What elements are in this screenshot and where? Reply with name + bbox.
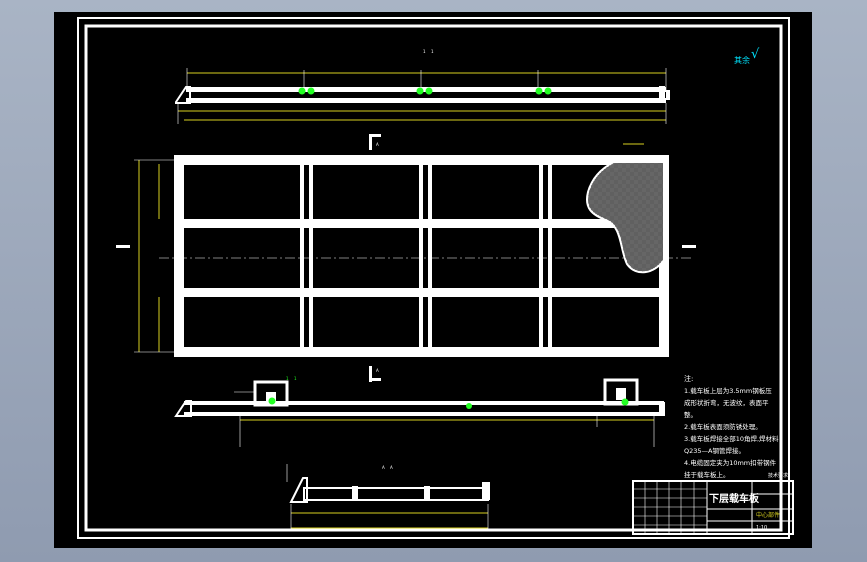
note-line: 1.载车板上层为3.5mm钢板压 (684, 386, 772, 395)
bolt-icon (425, 87, 433, 95)
breakout-hatch-region (586, 161, 665, 274)
drawing-canvas: 其余 √ 1 1 A (54, 12, 812, 548)
svg-text:A: A (376, 142, 379, 147)
section-marker-bottom: A (369, 366, 381, 382)
roughness-symbol-icon: √ (751, 47, 760, 62)
bottom-side-view: 1 1 (174, 376, 665, 447)
bolt-icon (307, 87, 315, 95)
view-mark-mid-b: 1 (294, 376, 297, 381)
plan-view-frame (116, 143, 696, 357)
roughness-note: 其余 (734, 55, 750, 65)
note-line: 2.载车板表面须防锈处理。 (684, 422, 762, 431)
note-line: 3.载车板焊接全部10角焊,焊材料 (684, 434, 779, 443)
beam-tip-left (175, 86, 191, 104)
roughness-annotation: 其余 √ (734, 47, 760, 65)
svg-text:A: A (376, 368, 379, 373)
side-beam-bottom (186, 98, 666, 103)
bolt-icon (466, 403, 472, 409)
drawing-subtitle: 中心部件 (756, 511, 780, 519)
note-line: Q235—A钢管焊接。 (684, 446, 745, 455)
view-mark-top: 1 (423, 49, 426, 54)
technical-notes: 注: 1.载车板上层为3.5mm钢板压 成形状折弯，无波纹，表面平 整。 2.载… (684, 374, 788, 479)
bolt-icon (544, 87, 552, 95)
outer-border (77, 17, 790, 539)
section-marker-top: A (369, 134, 381, 150)
title-block: 下层载车板 中心部件 1:10 (632, 480, 794, 535)
bolt-icon (621, 398, 629, 406)
note-line: 成形状折弯，无波纹，表面平 (684, 398, 769, 407)
bolt-icon (535, 87, 543, 95)
inner-border (84, 24, 783, 532)
bolt-icon (416, 87, 424, 95)
drawing-title: 下层载车板 (709, 492, 760, 505)
section-a-a-view: A A (286, 464, 490, 530)
view-mark-top-b: 1 (431, 49, 434, 54)
note-line: 挂于载车板上。 (684, 470, 730, 479)
notes-heading: 注: (684, 374, 693, 383)
bolt-icon (268, 397, 276, 405)
svg-text:A: A (390, 465, 393, 470)
bolt-icon (298, 87, 306, 95)
top-side-view: 1 1 (175, 49, 670, 124)
cad-drawing: 其余 √ 1 1 A (77, 17, 794, 539)
table-caption: 技术要求 (768, 472, 788, 479)
drawing-scale: 1:10 (756, 525, 767, 531)
svg-text:A: A (382, 465, 385, 470)
note-line: 4.电缆固定夹为10mm扣带钢件 (684, 458, 777, 467)
view-mark-mid: 1 (286, 376, 289, 381)
note-line: 整。 (684, 410, 697, 419)
